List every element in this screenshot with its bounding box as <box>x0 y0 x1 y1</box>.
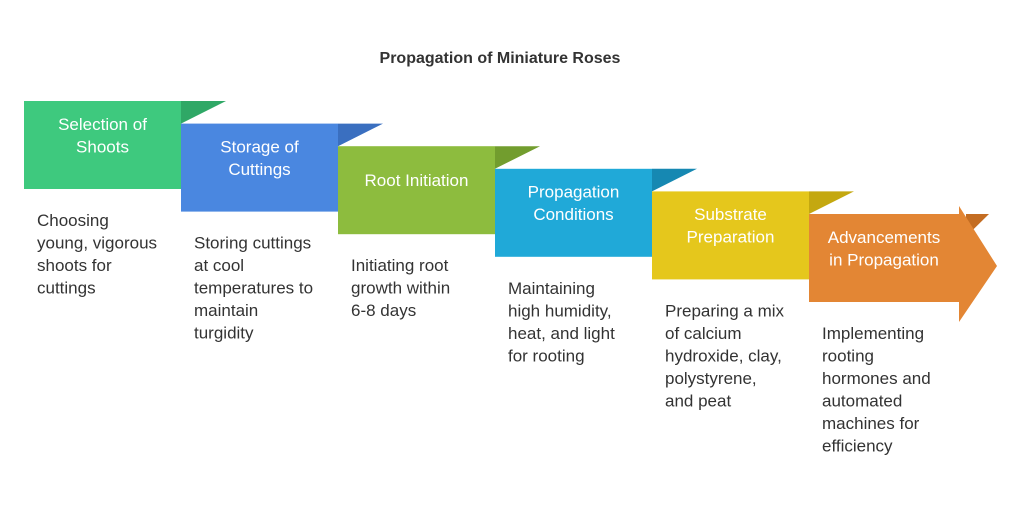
step-label-line: Shoots <box>76 137 129 156</box>
step-description-line: Storing cuttings <box>194 234 311 253</box>
step-label-line: Conditions <box>533 205 613 224</box>
step-arrow <box>809 206 997 322</box>
step-description-line: hormones and <box>822 369 931 388</box>
step-description-line: for rooting <box>508 346 585 365</box>
step-label-line: Substrate <box>694 205 767 224</box>
step-label-line: Preparation <box>687 228 775 247</box>
step-description-line: heat, and light <box>508 324 615 343</box>
step-description-line: Maintaining <box>508 279 595 298</box>
step-description-line: shoots for <box>37 256 112 275</box>
step-description-line: turgidity <box>194 324 254 343</box>
step-fold <box>809 191 854 214</box>
step-fold <box>966 214 989 237</box>
step-label-line: Storage of <box>220 137 299 156</box>
step-fold <box>652 168 697 192</box>
step-fold <box>338 123 383 147</box>
step-label-line: in Propagation <box>829 250 939 269</box>
step-description-line: Choosing <box>37 211 109 230</box>
step-description-line: machines for <box>822 414 920 433</box>
step-box <box>495 168 652 257</box>
step-label-line: Propagation <box>528 183 620 202</box>
step-box <box>24 101 181 189</box>
step-label-line: Advancements <box>828 228 940 247</box>
step-description-line: automated <box>822 392 902 411</box>
step-fold <box>495 146 540 169</box>
step-description-line: and peat <box>665 391 731 410</box>
step-box <box>338 146 495 235</box>
step-description-line: growth within <box>351 279 450 298</box>
step-label-line: Selection of <box>58 115 147 134</box>
step-description-line: 6-8 days <box>351 301 416 320</box>
step-description-line: temperatures to <box>194 279 313 298</box>
step-description-line: rooting <box>822 347 874 366</box>
step-description-line: Implementing <box>822 324 924 343</box>
step-description-line: Initiating root <box>351 256 449 275</box>
step-description-line: young, vigorous <box>37 234 157 253</box>
step-box <box>652 191 809 280</box>
step-description-line: cuttings <box>37 279 96 298</box>
step-description-line: maintain <box>194 301 258 320</box>
step-box <box>181 123 338 212</box>
step-description-line: high humidity, <box>508 301 612 320</box>
step-description-line: of calcium <box>665 324 742 343</box>
diagram-title: Propagation of Miniature Roses <box>380 50 621 67</box>
step-description-line: efficiency <box>822 437 893 456</box>
step-fold <box>181 101 226 124</box>
step-description-line: Preparing a mix <box>665 301 785 320</box>
step-description-line: polystyrene, <box>665 369 757 388</box>
step-description-line: hydroxide, clay, <box>665 346 782 365</box>
step-description-line: at cool <box>194 256 244 275</box>
step-label-line: Root Initiation <box>365 171 469 190</box>
step-label-line: Cuttings <box>228 160 290 179</box>
